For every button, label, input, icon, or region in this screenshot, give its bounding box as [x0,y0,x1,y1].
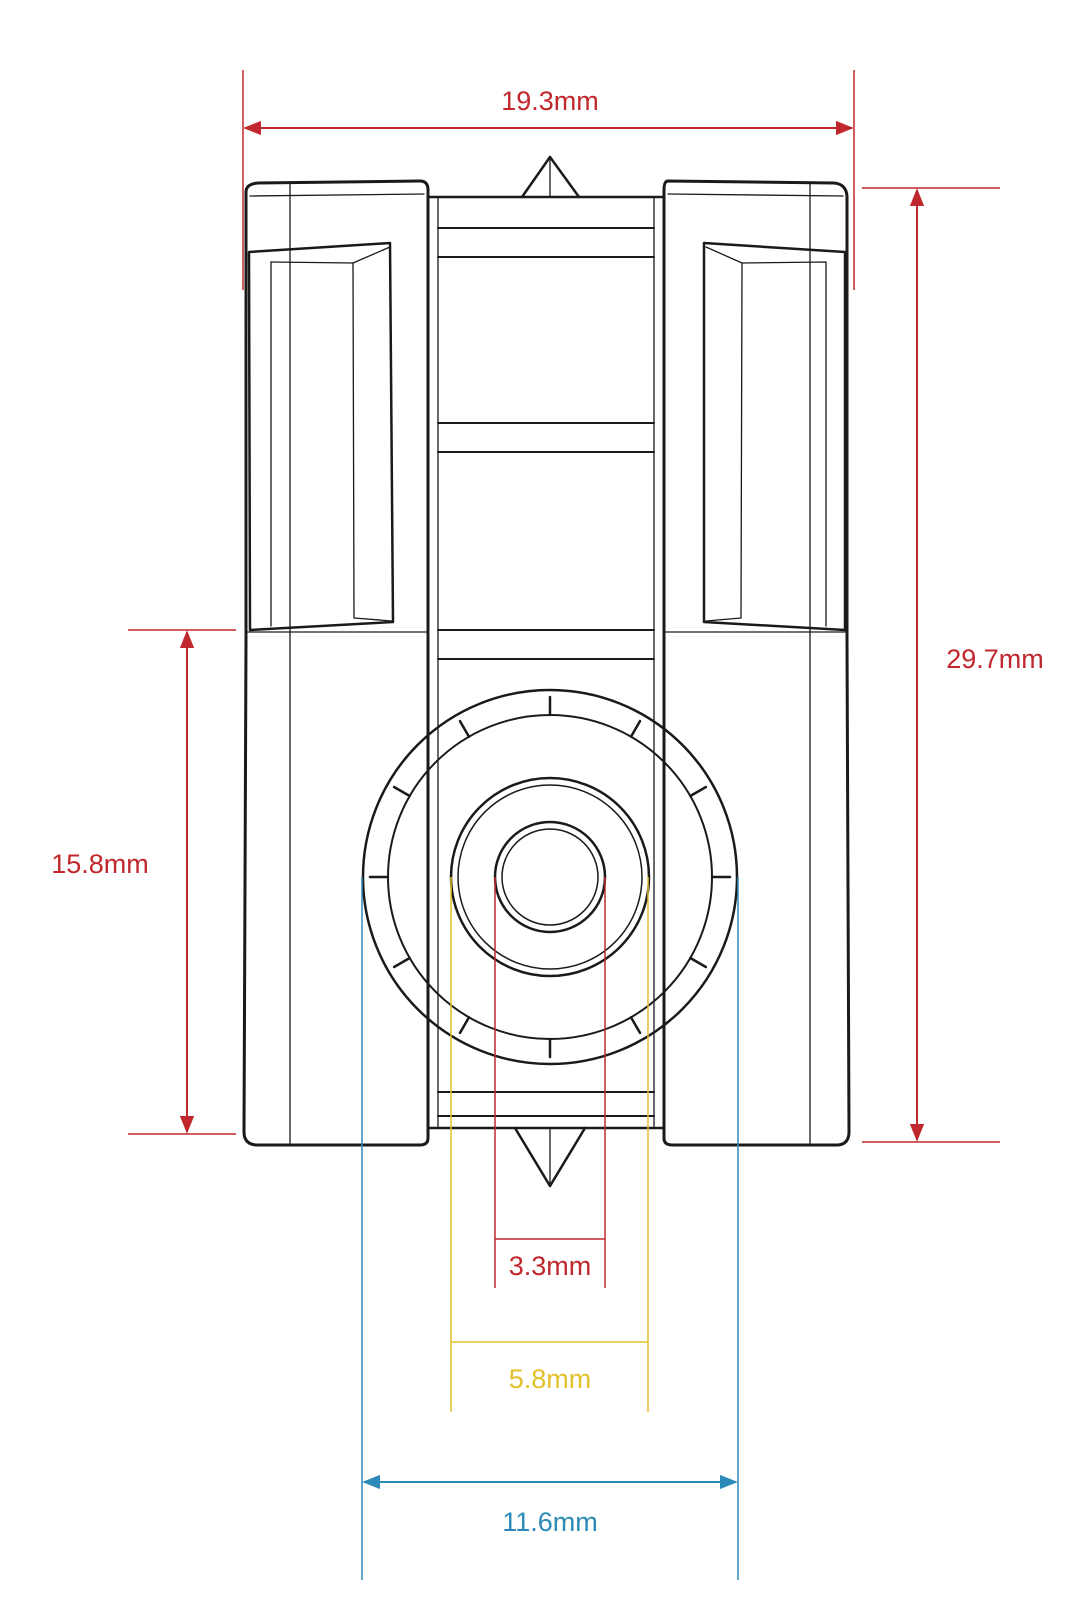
overall-width-label: 19.3mm [501,86,599,116]
bottom-spike [513,1126,587,1188]
right-window [702,241,847,632]
center-frame [426,195,666,1130]
wheel-tick [458,719,471,738]
dimension-hub-diameter: 5.8mm [450,877,649,1412]
wheel-tick [629,1016,642,1035]
dimension-wheel-center-height: 15.8mm [51,629,236,1135]
overall-height-label: 29.7mm [946,644,1044,674]
left-rail [242,179,430,1147]
bore-diameter-label: 3.3mm [509,1251,592,1281]
wheel-tick [458,1016,471,1035]
hub-diameter-label: 5.8mm [509,1364,592,1394]
wheel-tick [689,956,708,969]
wheel-tick [629,719,642,738]
wheel-rim [361,688,739,1066]
dimension-wheel-diameter: 11.6mm [361,877,739,1580]
wheel-hub [449,776,651,978]
dimension-overall-width: 19.3mm [242,70,855,290]
wheel-tick [392,956,411,969]
left-window [247,241,395,632]
wheel-bore [493,820,607,934]
wheel-diameter-label: 11.6mm [502,1507,598,1537]
wheel-tick [689,785,708,798]
dimension-bore-diameter: 3.3mm [494,877,606,1288]
dimension-overall-height: 29.7mm [862,187,1044,1143]
part-outline [242,155,851,1188]
wheel-tick [392,785,411,798]
wheel-ticks [368,695,732,1059]
wheel-center-height-label: 15.8mm [51,849,149,879]
wheel [361,688,739,1066]
top-spike [520,155,581,199]
right-rail [662,179,851,1147]
